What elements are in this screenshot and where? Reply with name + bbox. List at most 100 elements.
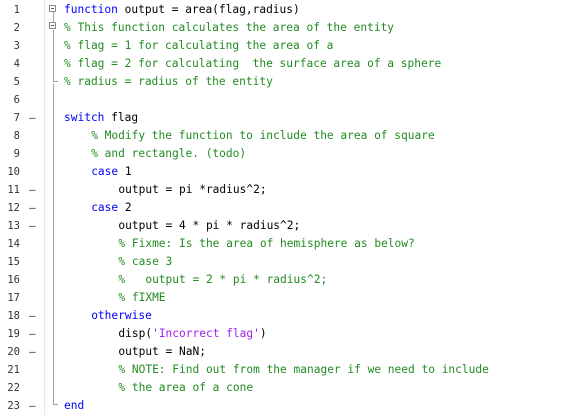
code-line[interactable]: 7– switch flag <box>0 109 588 127</box>
breakpoint-marker[interactable]: – <box>29 183 36 196</box>
code-text: % and rectangle. (todo) <box>91 145 246 163</box>
code-line[interactable]: 14 % Fixme: Is the area of hemisphere as … <box>0 235 588 253</box>
code-text: % output = 2 * pi * radius^2; <box>118 271 327 289</box>
fold-collapse-comment-icon[interactable] <box>49 22 56 29</box>
line-number: 19 <box>7 328 20 340</box>
code-line[interactable]: 5 % radius = radius of the entity <box>0 73 588 91</box>
code-line[interactable]: 15 % case 3 <box>0 253 588 271</box>
code-line[interactable]: 16 % output = 2 * pi * radius^2; <box>0 271 588 289</box>
code-text: output = 4 * pi * radius^2; <box>118 217 300 235</box>
breakpoint-marker[interactable]: – <box>29 345 36 358</box>
code-text: case 2 <box>91 199 131 217</box>
code-line[interactable]: 23– end <box>0 397 588 415</box>
comment-token: % case 3 <box>118 255 173 268</box>
code-line[interactable]: 19– disp('Incorrect flag') <box>0 325 588 343</box>
code-line[interactable]: 8 % Modify the function to include the ar… <box>0 127 588 145</box>
line-number: 2 <box>13 22 20 34</box>
code-text: case 1 <box>91 163 131 181</box>
code-text: end <box>64 397 84 415</box>
code-line[interactable]: 11– output = pi *radius^2; <box>0 181 588 199</box>
comment-token: % radius = radius of the entity <box>64 75 273 88</box>
code-token: output = pi *radius^2; <box>118 183 267 196</box>
code-text: % Modify the function to include the are… <box>91 127 435 145</box>
fold-line-comment <box>53 30 54 81</box>
code-line[interactable]: 3 % flag = 1 for calculating the area of … <box>0 37 588 55</box>
code-text: % fIXME <box>118 289 165 307</box>
line-number: 23 <box>7 400 20 412</box>
line-number: 20 <box>7 346 20 358</box>
breakpoint-marker[interactable]: – <box>29 327 36 340</box>
fold-line-function-body <box>53 84 54 404</box>
line-number: 8 <box>13 130 20 142</box>
code-text: % Fixme: Is the area of hemisphere as be… <box>118 235 414 253</box>
line-number: 17 <box>7 292 20 304</box>
comment-token: % flag = 1 for calculating the area of a <box>64 39 334 52</box>
comment-token: % output = 2 * pi * radius^2; <box>118 273 328 286</box>
line-number: 1 <box>13 4 20 16</box>
comment-token: % the area of a cone <box>118 381 254 394</box>
comment-token: % fIXME <box>118 291 166 304</box>
line-number: 21 <box>7 364 20 376</box>
code-text: disp('Incorrect flag') <box>118 325 266 343</box>
line-number: 6 <box>13 94 20 106</box>
comment-token: % NOTE: Find out from the manager if we … <box>118 363 489 376</box>
line-number: 11 <box>7 184 20 196</box>
code-text: output = NaN; <box>118 343 206 361</box>
breakpoint-marker[interactable]: – <box>29 309 36 322</box>
code-line[interactable]: 18– otherwise <box>0 307 588 325</box>
string-token: 'Incorrect flag' <box>152 327 260 340</box>
code-text: function output = area(flag,radius) <box>64 1 300 19</box>
fold-end-function <box>53 404 58 405</box>
comment-token: % flag = 2 for calculating the surface a… <box>64 57 442 70</box>
keyword-token: end <box>64 399 85 412</box>
code-text: % flag = 1 for calculating the area of a <box>64 37 333 55</box>
breakpoint-marker[interactable]: – <box>29 201 36 214</box>
code-text: % case 3 <box>118 253 172 271</box>
line-number: 10 <box>7 166 20 178</box>
code-token: disp( <box>118 327 153 340</box>
code-text: % flag = 2 for calculating the surface a… <box>64 55 441 73</box>
code-line[interactable]: 9% and rectangle. (todo) <box>0 145 588 163</box>
comment-token: % This function calculates the area of t… <box>64 21 395 34</box>
code-line[interactable]: 2 % This function calculates the area of … <box>0 19 588 37</box>
fold-line-function <box>53 12 54 25</box>
line-number: 5 <box>13 76 20 88</box>
code-text: % the area of a cone <box>118 379 253 397</box>
breakpoint-marker[interactable]: – <box>29 111 36 124</box>
comment-token: % and rectangle. (todo) <box>91 147 247 160</box>
comment-token: % Fixme: Is the area of hemisphere as be… <box>118 237 415 250</box>
code-line[interactable]: 4% flag = 2 for calculating the surface … <box>0 55 588 73</box>
code-line[interactable]: 10 case 1 <box>0 163 588 181</box>
keyword-token: case <box>91 165 119 178</box>
line-number: 14 <box>7 238 20 250</box>
code-text: % radius = radius of the entity <box>64 73 273 91</box>
code-line[interactable]: 20– output = NaN; <box>0 343 588 361</box>
fold-collapse-function-icon[interactable] <box>49 5 56 12</box>
code-line[interactable]: 21 % NOTE: Find out from the manager if w… <box>0 361 588 379</box>
line-number: 12 <box>7 202 20 214</box>
code-text: otherwise <box>91 307 152 325</box>
line-number: 7 <box>13 112 20 124</box>
line-number: 18 <box>7 310 20 322</box>
code-line[interactable]: 13– output = 4 * pi * radius^2; <box>0 217 588 235</box>
line-number: 3 <box>13 40 20 52</box>
line-number: 15 <box>7 256 20 268</box>
code-line[interactable]: 12– case 2 <box>0 199 588 217</box>
line-number: 16 <box>7 274 20 286</box>
breakpoint-marker[interactable]: – <box>29 399 36 412</box>
code-token: flag <box>104 111 139 124</box>
keyword-token: otherwise <box>91 309 152 322</box>
code-line[interactable]: 22% the area of a cone <box>0 379 588 397</box>
code-token: ) <box>259 327 267 340</box>
line-number: 13 <box>7 220 20 232</box>
breakpoint-marker[interactable]: – <box>29 219 36 232</box>
code-line[interactable]: 6 <box>0 91 588 109</box>
code-text: switch flag <box>64 109 138 127</box>
code-line[interactable]: 1 function output = area(flag,radius) <box>0 1 588 19</box>
code-line[interactable]: 17 % fIXME <box>0 289 588 307</box>
code-token: output = NaN; <box>118 345 206 358</box>
code-token: 1 <box>118 165 132 178</box>
keyword-token: function <box>64 3 118 16</box>
code-text: % This function calculates the area of t… <box>64 19 394 37</box>
